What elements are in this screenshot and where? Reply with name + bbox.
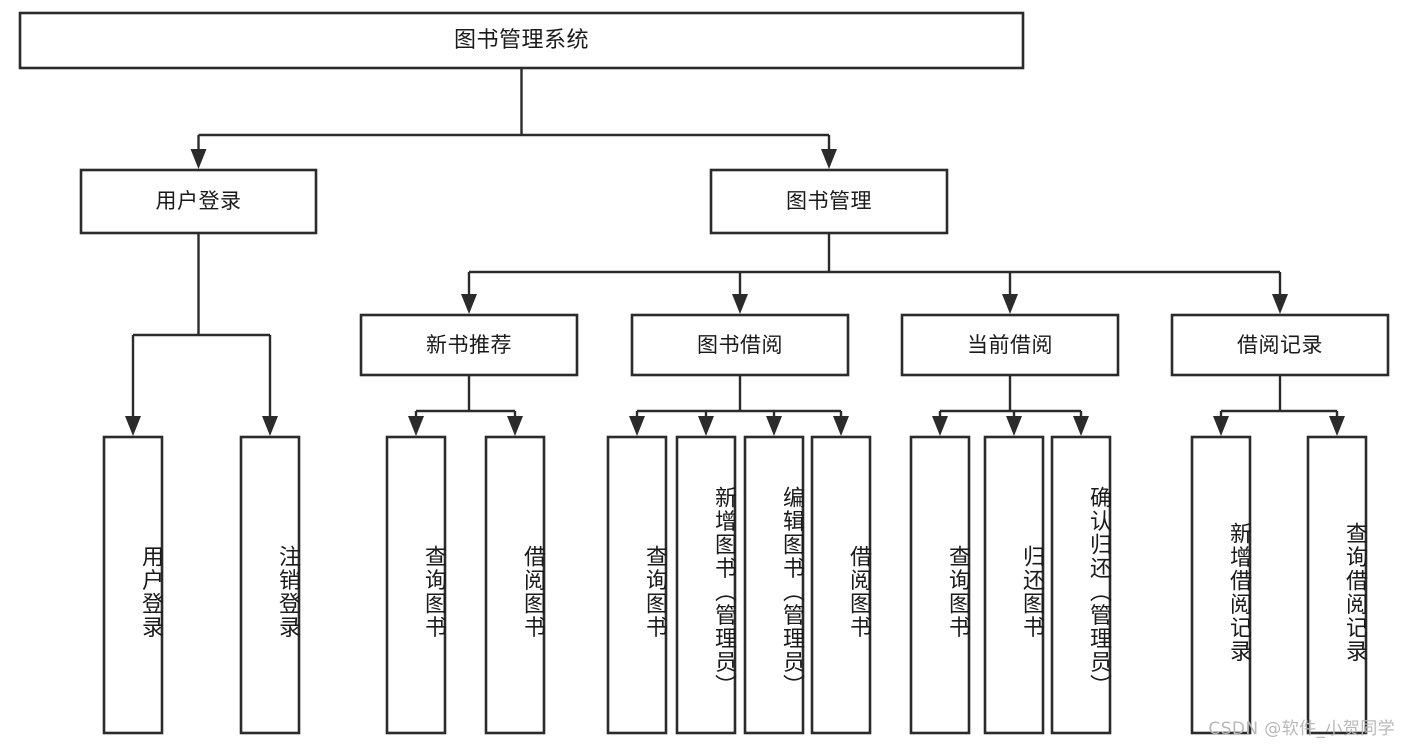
node-box-leaf-query-record[interactable] <box>1306 435 1368 735</box>
arrow-icon-new-book-recommend <box>461 294 477 314</box>
arrow-icon-leaf-confirm-return <box>1073 416 1089 436</box>
node-label-current-borrow: 当前借阅 <box>967 332 1053 357</box>
arrow-icon-leaf-user-login <box>125 416 141 436</box>
arrow-icon-leaf-add-record <box>1213 416 1229 436</box>
arrow-icon-user-login <box>190 149 207 169</box>
node-box-leaf-add-record[interactable] <box>1190 435 1252 735</box>
node-label-leaf-query-book-borrow: 查询图书 <box>642 545 667 639</box>
arrow-icon-book-manage <box>821 149 837 169</box>
connector-lines <box>125 68 1345 436</box>
node-box-leaf-query-book-rec[interactable] <box>385 435 447 735</box>
arrow-icon-leaf-borrow-book <box>833 416 849 436</box>
arrow-icon-leaf-return-book <box>1006 416 1022 436</box>
node-box-leaf-add-book[interactable] <box>675 435 737 735</box>
node-box-leaf-query-book-borrow[interactable] <box>606 435 668 735</box>
node-box-new-book-recommend[interactable] <box>359 313 579 377</box>
node-label-leaf-user-login: 用户登录 <box>138 545 163 639</box>
arrow-icon-leaf-logout <box>262 416 278 436</box>
node-box-leaf-edit-book[interactable] <box>743 435 805 735</box>
node-box-leaf-return-book[interactable] <box>983 435 1045 735</box>
node-box-current-borrow[interactable] <box>900 313 1120 377</box>
node-label-leaf-edit-book: 编辑图书（管理员） <box>779 486 804 698</box>
node-label-book-manage: 图书管理 <box>786 189 872 213</box>
node-box-root[interactable] <box>18 11 1025 70</box>
arrow-icon-leaf-borrow-book-rec <box>507 416 523 436</box>
node-box-leaf-borrow-book-rec[interactable] <box>484 435 546 735</box>
node-label-leaf-query-book-current: 查询图书 <box>945 545 970 639</box>
node-label-borrow-records: 借阅记录 <box>1237 332 1323 357</box>
arrow-icon-leaf-query-book-borrow <box>629 416 645 436</box>
node-label-new-book-recommend: 新书推荐 <box>426 332 512 357</box>
arrow-icon-leaf-query-book-current <box>932 416 948 436</box>
arrow-icon-leaf-query-book-rec <box>408 416 424 436</box>
arrow-icon-leaf-edit-book <box>766 416 782 436</box>
node-label-root: 图书管理系统 <box>453 27 589 53</box>
arrow-icon-book-borrow <box>732 294 748 314</box>
arrow-icon-leaf-add-book <box>698 416 714 436</box>
watermark-text: CSDN @软件_小贺同学 <box>1208 719 1395 739</box>
arrow-icon-leaf-query-record <box>1329 416 1345 436</box>
node-label-leaf-borrow-book-rec: 借阅图书 <box>520 545 545 639</box>
node-label-leaf-logout: 注销登录 <box>275 545 300 639</box>
node-box-user-login[interactable] <box>79 168 318 235</box>
node-box-leaf-confirm-return[interactable] <box>1050 435 1112 735</box>
arrow-icon-borrow-records <box>1272 294 1288 314</box>
node-label-leaf-add-record: 新增借阅记录 <box>1226 521 1251 663</box>
node-label-leaf-query-book-rec: 查询图书 <box>421 545 446 639</box>
node-label-leaf-query-record: 查询借阅记录 <box>1342 521 1367 663</box>
node-label-user-login: 用户登录 <box>155 189 242 213</box>
node-label-leaf-return-book: 归还图书 <box>1019 545 1044 639</box>
arrow-icon-current-borrow <box>1002 294 1018 314</box>
node-boxes <box>18 11 1390 735</box>
node-label-leaf-confirm-return: 确认归还（管理员） <box>1086 486 1111 698</box>
node-label-book-borrow: 图书借阅 <box>697 332 783 357</box>
node-box-leaf-borrow-book[interactable] <box>810 435 872 735</box>
node-label-leaf-borrow-book: 借阅图书 <box>846 545 871 639</box>
node-box-leaf-user-login[interactable] <box>102 435 164 735</box>
node-label-leaf-add-book: 新增图书（管理员） <box>711 486 736 698</box>
node-box-leaf-logout[interactable] <box>239 435 301 735</box>
node-box-leaf-query-book-current[interactable] <box>909 435 971 735</box>
